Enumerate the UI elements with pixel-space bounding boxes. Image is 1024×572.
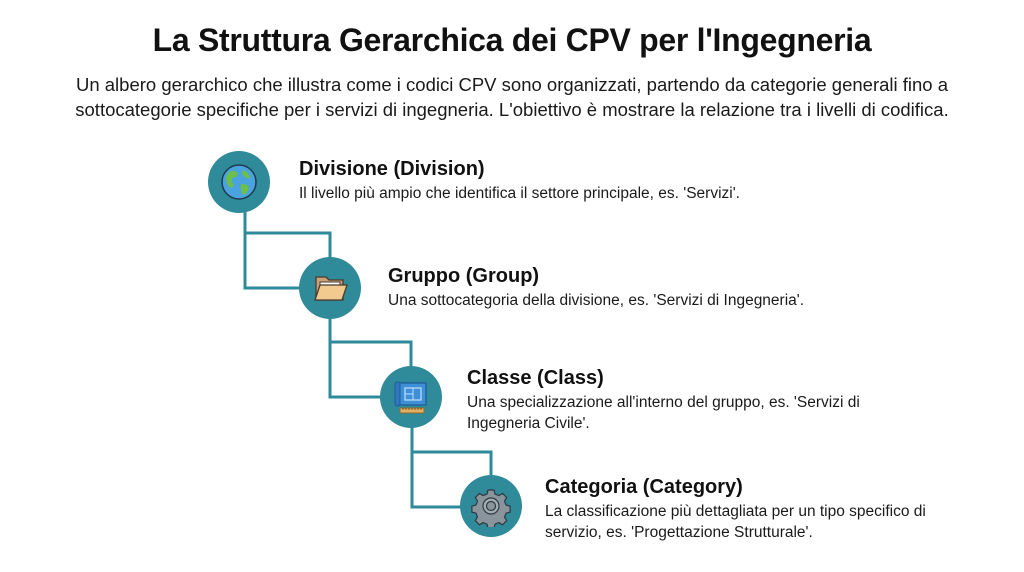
level-category: Categoria (Category) La classificazione … [545,475,975,543]
page-subtitle: Un albero gerarchico che illustra come i… [75,74,949,120]
level-group: Gruppo (Group) Una sottocategoria della … [388,264,948,311]
level-title: Gruppo (Group) [388,265,540,287]
level-title: Classe (Class) [467,367,604,389]
level-description: La classificazione più dettagliata per u… [545,503,926,541]
level-class: Classe (Class) Una specializzazione all'… [467,366,867,434]
level-title: Divisione (Division) [299,158,485,180]
folder-icon [314,276,348,301]
blueprint-icon [394,381,427,414]
node-class [380,366,442,428]
page-title: La Struttura Gerarchica dei CPV per l'In… [152,22,872,58]
level-division: Divisione (Division) Il livello più ampi… [299,157,899,204]
level-description: Il livello più ampio che identifica il s… [299,185,740,202]
node-division [208,151,270,213]
node-group [299,257,361,319]
node-category [460,475,522,537]
level-description: Una sottocategoria della divisione, es. … [388,292,805,309]
gear-icon [471,489,511,527]
level-title: Categoria (Category) [545,476,743,498]
globe-icon [221,164,257,200]
level-description: Una specializzazione all'interno del gru… [467,394,860,432]
